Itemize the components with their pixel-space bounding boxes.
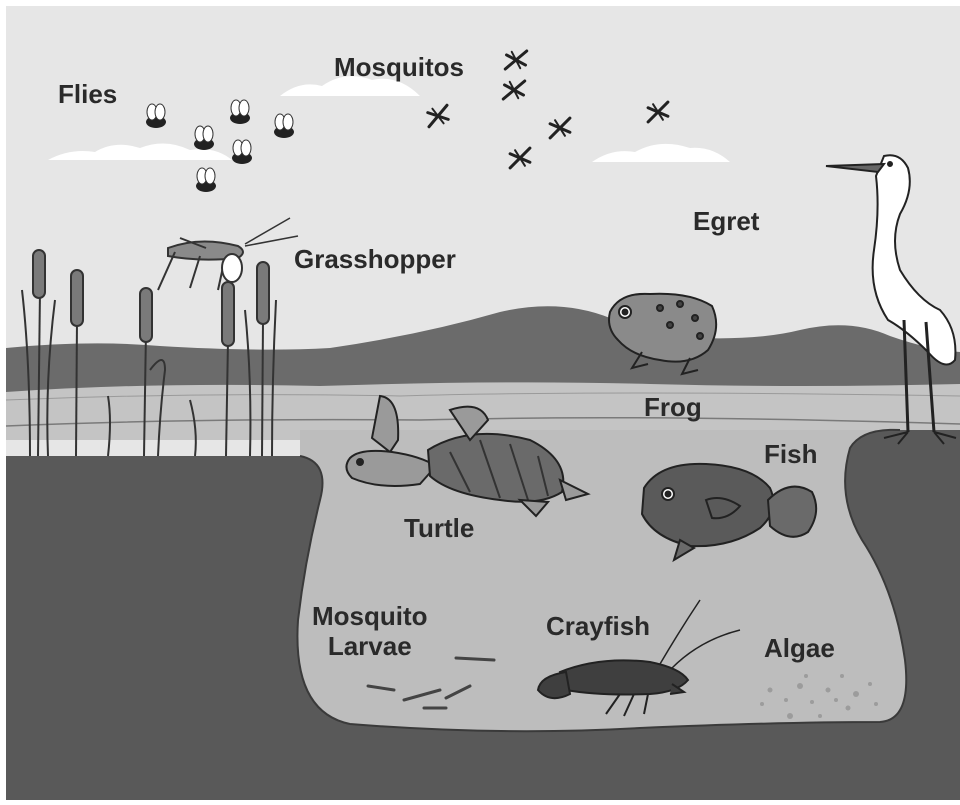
label-mosquito-larvae: Mosquito Larvae (312, 602, 428, 662)
fly-icon (232, 140, 252, 164)
fly-icon (230, 100, 250, 124)
label-turtle: Turtle (404, 514, 474, 544)
label-frog: Frog (644, 393, 702, 423)
label-flies: Flies (58, 80, 117, 110)
fly-icon (146, 104, 166, 128)
label-mosquitos: Mosquitos (334, 53, 464, 83)
label-algae: Algae (764, 634, 835, 664)
label-crayfish: Crayfish (546, 612, 650, 642)
larva-icon (456, 658, 494, 660)
label-egret: Egret (693, 207, 759, 237)
label-mosquito-larvae-line1: Mosquito (312, 602, 428, 632)
fly-icon (194, 126, 214, 150)
fly-icon (196, 168, 216, 192)
fly-icon (274, 114, 294, 138)
label-fish: Fish (764, 440, 817, 470)
label-mosquito-larvae-line2: Larvae (312, 632, 428, 662)
label-grasshopper: Grasshopper (294, 245, 456, 275)
